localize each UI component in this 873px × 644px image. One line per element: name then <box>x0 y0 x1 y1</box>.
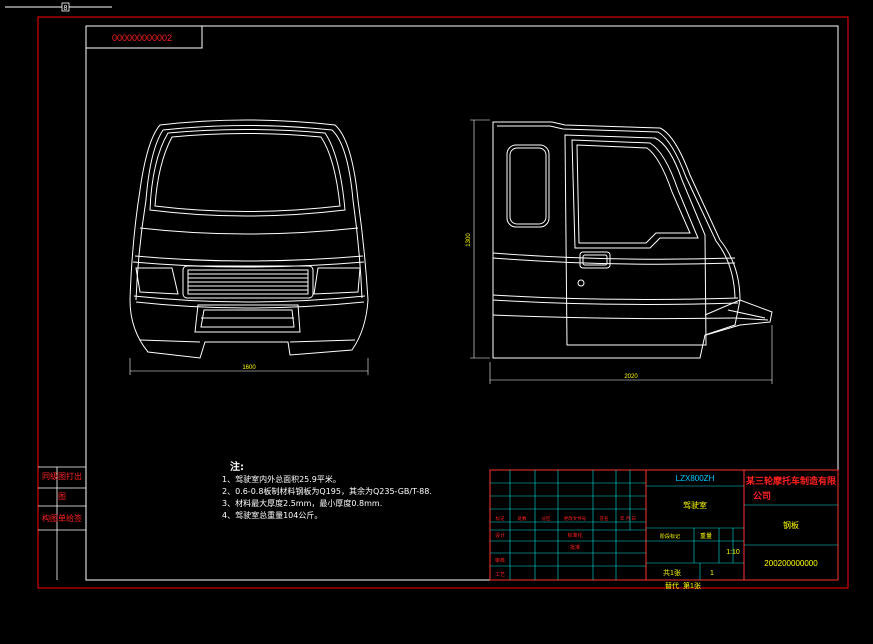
title-block-weight-label: 重量 <box>700 532 712 540</box>
side-dimensions <box>470 119 773 384</box>
title-block-scale: 1:10 <box>726 549 740 556</box>
title-block-part-name: 驾驶室 <box>683 500 707 510</box>
svg-text:更改文件号: 更改文件号 <box>564 515 587 522</box>
svg-text:批准: 批准 <box>570 544 580 551</box>
left-strip-label-3: 构图单给签 <box>42 513 82 523</box>
title-block-frame <box>489 469 839 581</box>
notes-title: 注: <box>230 462 244 473</box>
svg-text:处数: 处数 <box>518 515 527 522</box>
title-block-drawing-no: 200200000000 <box>764 559 818 568</box>
title-block-row-labels: 设计 审核 工艺 标准化 批准 <box>495 532 583 578</box>
left-strip-label-1: 同级图打出 <box>42 471 82 481</box>
left-strip-label-2: 图 <box>58 492 66 501</box>
drawing-notes: 注: 1、驾驶室内外总面积25.9平米。 2、0.6-0.8板制材料钢板为Q19… <box>222 462 432 522</box>
title-block-grid <box>490 470 838 580</box>
side-length-label: 2020 <box>624 374 638 380</box>
title-block-stage-label: 阶段标记 <box>660 533 680 540</box>
svg-text:标记: 标记 <box>496 515 505 522</box>
title-block-company-line2: 公司 <box>753 491 771 501</box>
cursor-label: 8 <box>64 5 68 12</box>
note-item-3: 3、材料最大厚度2.5mm，最小厚度0.8mm. <box>222 499 383 508</box>
front-width-label: 1600 <box>242 365 256 371</box>
svg-text:审核: 审核 <box>495 557 505 564</box>
svg-text:年 月 日: 年 月 日 <box>620 515 636 522</box>
cursor-marker <box>61 2 70 12</box>
title-block-name-cell: 钢板 <box>783 520 799 530</box>
inner-border <box>85 25 839 581</box>
svg-text:工艺: 工艺 <box>495 572 505 578</box>
note-item-2: 2、0.6-0.8板制材料钢板为Q195，其余为Q235-GB/T-88. <box>222 487 432 496</box>
title-block-sheet-no: 第1张 <box>683 581 701 590</box>
svg-text:分区: 分区 <box>542 515 551 522</box>
outer-border <box>37 16 849 589</box>
drawing-number-text: 000000000002 <box>112 33 172 43</box>
side-height-label: 1300 <box>466 233 472 247</box>
note-item-4: 4、驾驶室总重量104公斤。 <box>222 511 323 520</box>
title-block-company-line1: 某三轮摩托车制造有限 <box>746 475 837 486</box>
front-view <box>129 119 369 359</box>
drawing-number-box <box>85 25 203 49</box>
svg-text:签名: 签名 <box>600 515 609 522</box>
title-block-sheet-total: 共1张 <box>663 568 681 577</box>
side-view <box>492 121 773 359</box>
front-width-dimension <box>129 358 369 375</box>
title-block-sub-label: 替代 <box>665 581 679 590</box>
svg-text:标准化: 标准化 <box>567 532 582 539</box>
title-block-header-row: 标记 处数 分区 更改文件号 签名 年 月 日 <box>496 515 637 522</box>
note-item-1: 1、驾驶室内外总面积25.9平米。 <box>222 475 341 484</box>
svg-text:设计: 设计 <box>495 532 505 539</box>
title-block-sheet-count: 1 <box>710 570 714 577</box>
title-block-code: LZX800ZH <box>676 474 715 483</box>
